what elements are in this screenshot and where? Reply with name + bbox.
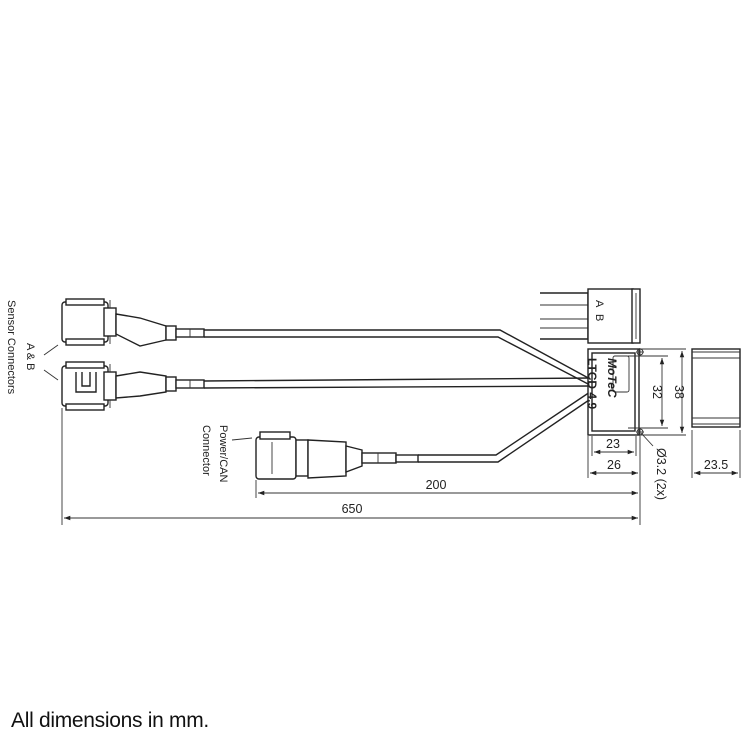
brand-label: MoTeC xyxy=(605,358,619,398)
dim-200: 200 xyxy=(426,478,447,492)
dimension-lines xyxy=(61,348,741,525)
power-callout-line-1: Power/CAN xyxy=(217,425,229,483)
sensor-connector-b xyxy=(61,361,205,411)
sensor-callout-line-1: A & B xyxy=(24,343,36,371)
power-callout-line-2: Connector xyxy=(200,425,212,476)
power-can-connector xyxy=(255,431,419,480)
dim-23: 23 xyxy=(606,437,620,451)
harness-cables xyxy=(203,329,593,463)
dim-23-5: 23.5 xyxy=(704,458,728,472)
dim-26: 26 xyxy=(607,458,621,472)
units-note: All dimensions in mm. xyxy=(11,709,209,732)
pin-detail: A B xyxy=(540,288,641,344)
pin-b-label: B xyxy=(593,314,605,321)
model-label: LTCD 4.9 xyxy=(585,358,599,409)
sensor-callout-line-2: Sensor Connectors xyxy=(5,300,17,395)
dim-38: 38 xyxy=(672,385,686,399)
dim-32: 32 xyxy=(650,385,664,399)
ltcd-unit: MoTeC LTCD 4.9 xyxy=(585,348,644,436)
dim-650: 650 xyxy=(342,502,363,516)
pin-a-label: A xyxy=(593,300,605,308)
sensor-connector-a xyxy=(61,298,205,347)
dim-hole: Ø3.2 (2x) xyxy=(654,448,668,500)
side-view xyxy=(691,348,741,428)
sensor-connectors-callout: A & B Sensor Connectors xyxy=(5,300,59,395)
power-can-callout: Power/CAN Connector xyxy=(200,425,253,483)
